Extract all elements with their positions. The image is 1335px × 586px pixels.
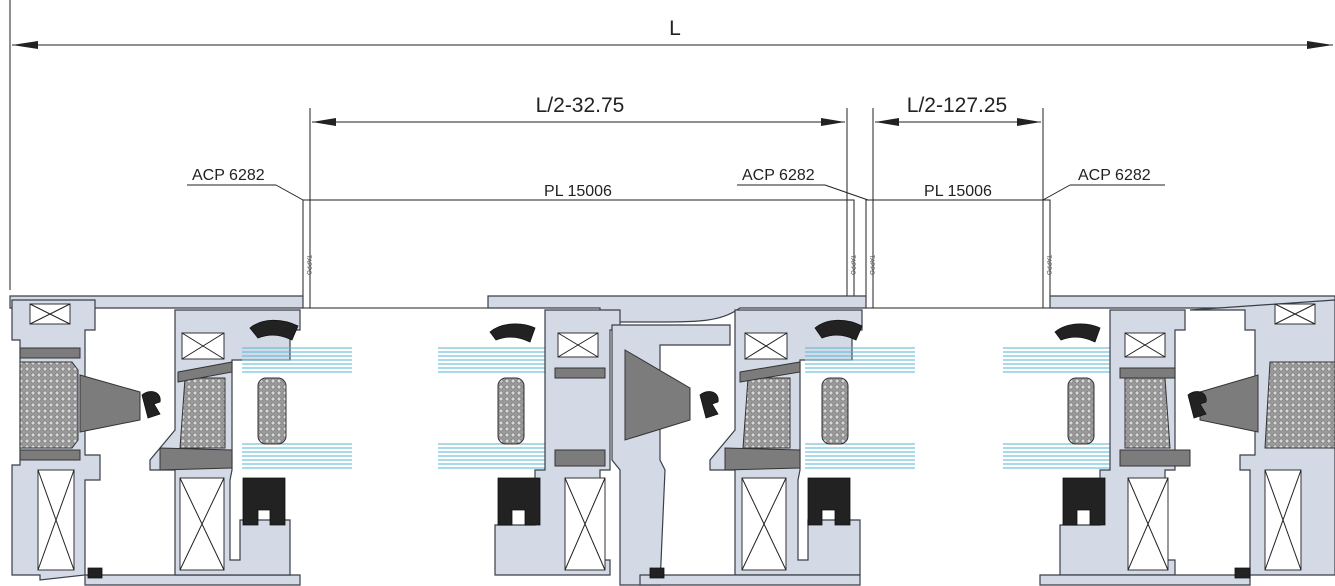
- bottom-threshold-centre: [639, 567, 861, 586]
- label-profile-left: ACP 6282: [187, 167, 304, 201]
- svg-text:TAPPO: TAPPO: [305, 255, 311, 275]
- glazing-middle-right: [804, 347, 916, 469]
- panel-right: TAPPO TAPPO: [865, 199, 1051, 309]
- glazing-right: [1002, 347, 1114, 469]
- sash-centre-b: [709, 309, 863, 576]
- svg-text:ACP 6282: ACP 6282: [742, 167, 815, 184]
- svg-text:PL 15006: PL 15006: [544, 183, 612, 200]
- sash-right: [1054, 309, 1191, 576]
- glazing-left: [241, 347, 353, 469]
- label-panel-right: PL 15006: [873, 183, 1043, 201]
- frame-left: [11, 299, 301, 586]
- label-profile-right: ACP 6282: [1042, 167, 1165, 201]
- dimension-overall: L: [9, 0, 1333, 290]
- panel-left: TAPPO TAPPO: [302, 199, 855, 309]
- label-profile-middle: ACP 6282: [737, 167, 869, 201]
- svg-text:TAPPO: TAPPO: [849, 255, 855, 275]
- dimension-left-span-label: L/2-32.75: [536, 94, 625, 117]
- dimension-right-span-label: L/2-127.25: [907, 94, 1007, 117]
- dimension-left-span: L/2-32.75: [309, 94, 848, 200]
- dimension-overall-label: L: [669, 17, 681, 40]
- mullion-centre: [611, 324, 731, 586]
- dimension-right-span: L/2-127.25: [872, 94, 1044, 200]
- sash-left: [149, 309, 301, 576]
- svg-text:PL 15006: PL 15006: [924, 183, 992, 200]
- svg-text:ACP 6282: ACP 6282: [1078, 167, 1151, 184]
- svg-text:ACP 6282: ACP 6282: [192, 167, 265, 184]
- svg-text:TAPPO: TAPPO: [1045, 255, 1051, 275]
- frame-right: [1039, 299, 1335, 586]
- label-panel-left: PL 15006: [310, 183, 850, 201]
- svg-text:TAPPO: TAPPO: [868, 255, 874, 275]
- glazing-middle-left: [437, 347, 549, 469]
